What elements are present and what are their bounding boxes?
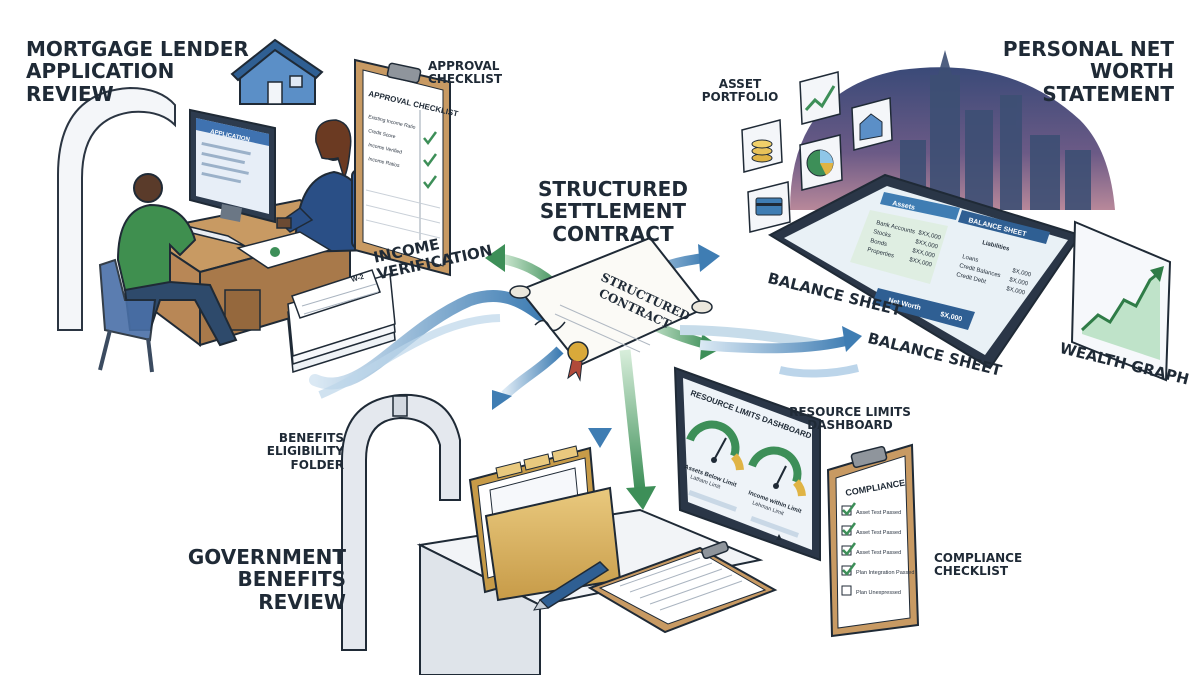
resource-limits-label: RESOURCE LIMITS DASHBOARD xyxy=(780,405,920,433)
income-verification-stack: W-2 xyxy=(287,269,396,373)
asset-portfolio-label: ASSET PORTFOLIO xyxy=(700,77,780,105)
settlement-line-1: STRUCTURED xyxy=(538,177,688,201)
government-benefits-line-2: BENEFITS REVIEW xyxy=(237,567,346,614)
flow-arrows xyxy=(309,244,862,510)
asset-portfolio-icons xyxy=(741,71,893,233)
house-icon xyxy=(230,38,324,105)
resource-limits-line-2: DASHBOARD xyxy=(807,418,893,433)
structured-contract-scroll: STRUCTURED CONTRACT xyxy=(509,236,713,382)
net-worth-line-1: PERSONAL NET xyxy=(1002,37,1174,61)
trend-line-icon xyxy=(1080,270,1161,332)
compliance-item-1: Asset Test Passed xyxy=(856,510,901,516)
benefits-folder-label: BENEFITS ELIGIBILITY FOLDER xyxy=(244,431,344,472)
tablet-liability-value-3: $X,000 xyxy=(1006,286,1027,297)
personal-net-worth-label: PERSONAL NET WORTH STATEMENT xyxy=(954,37,1174,106)
net-worth-line-3: STATEMENT xyxy=(1042,81,1174,106)
asset-portfolio-line-2: PORTFOLIO xyxy=(701,90,779,105)
wax-seal xyxy=(567,341,589,363)
tablet-balance-sheet: Assets BALANCE SHEET Bank Accounts Stock… xyxy=(767,173,1082,370)
government-benefits-line-1: GOVERNMENT xyxy=(187,545,346,569)
resource-limits-dashboard: RESOURCE LIMITS DASHBOARD Assets Below L… xyxy=(673,366,821,562)
compliance-item-4: Plan Integration Passed xyxy=(856,570,914,576)
line-chart-icon xyxy=(804,85,836,112)
benefits-folder-line-3: FOLDER xyxy=(290,457,344,472)
tablet-liability-value-1: $X,000 xyxy=(1012,268,1033,279)
tablet-liability-1: Loans xyxy=(962,254,979,264)
approval-checklist-clipboard: APPROVAL CHECKLIST Existing Income Ratio… xyxy=(354,58,459,277)
application-papers xyxy=(236,231,332,269)
tablet-asset-value-1: $XX,000 xyxy=(918,230,942,242)
tablet-asset-value-2: $XX,000 xyxy=(915,239,939,251)
stone-archway xyxy=(341,393,461,651)
benefits-folder-line-2: ELIGIBILITY xyxy=(266,444,344,459)
pen-icon xyxy=(533,561,610,611)
archway xyxy=(57,86,176,331)
approval-checklist-label: APPROVAL CHECKLIST xyxy=(428,59,503,87)
document-clipboard xyxy=(587,540,778,634)
compliance-item-5: Plan Unexpressed xyxy=(856,590,901,596)
resource-limits-line-1: RESOURCE LIMITS xyxy=(789,405,911,419)
tablet-asset-value-4: $XX,000 xyxy=(909,257,933,269)
city-skyline xyxy=(900,50,1091,210)
credit-card-icon xyxy=(755,197,783,216)
monitor: APPLICATION xyxy=(189,108,276,224)
signature xyxy=(534,319,566,332)
mortgage-title-line-2: APPLICATION xyxy=(26,59,175,84)
compliance-item-3: Asset Test Passed xyxy=(856,550,901,556)
check-marks-icon xyxy=(842,502,857,576)
customer-figure xyxy=(98,173,238,373)
structured-settlement-label: STRUCTURED SETTLEMENT CONTRACT xyxy=(528,177,698,246)
tablet-header-left: Assets xyxy=(892,200,916,212)
compliance-checklist-label: COMPLIANCE CHECKLIST xyxy=(934,551,1023,579)
settlement-line-2: SETTLEMENT xyxy=(539,199,687,224)
net-worth-scene: Assets BALANCE SHEET Bank Accounts Stock… xyxy=(741,50,1172,382)
tablet-asset-2: Stocks xyxy=(873,229,892,239)
benefits-folder-line-1: BENEFITS xyxy=(278,431,344,445)
mortgage-review-label: MORTGAGE LENDER APPLICATION REVIEW xyxy=(26,37,249,106)
coins-icon xyxy=(751,139,773,163)
approval-checklist-line-2: CHECKLIST xyxy=(428,72,503,87)
settlement-line-3: CONTRACT xyxy=(552,221,674,246)
asset-portfolio-line-1: ASSET xyxy=(718,77,762,91)
house-small-icon xyxy=(859,113,883,141)
check-icon xyxy=(423,131,438,190)
tablet-liability-value-2: $X,000 xyxy=(1009,277,1030,288)
compliance-clipboard: COMPLIANCE Asset Test Passed Asset Test … xyxy=(826,443,920,638)
net-worth-line-2: WORTH xyxy=(1090,59,1174,84)
mortgage-title-line-1: MORTGAGE LENDER xyxy=(26,37,249,61)
compliance-item-2: Asset Test Passed xyxy=(856,530,901,536)
compliance-checklist-line-2: CHECKLIST xyxy=(934,564,1009,579)
arrow-head-left xyxy=(485,244,505,272)
w2-tag: W-2 xyxy=(351,274,365,284)
wealth-graph-card xyxy=(1070,220,1172,382)
approval-checklist-line-1: APPROVAL xyxy=(428,59,500,73)
government-benefits-label: GOVERNMENT BENEFITS REVIEW xyxy=(146,546,346,613)
benefits-review-scene: RESOURCE LIMITS DASHBOARD Assets Below L… xyxy=(341,366,920,675)
pie-chart-icon xyxy=(806,149,834,177)
compliance-checklist-line-1: COMPLIANCE xyxy=(934,551,1023,565)
tablet-asset-3: Bonds xyxy=(870,238,888,248)
mortgage-title-line-3: REVIEW xyxy=(26,81,114,106)
mortgage-review-scene: APPLICATION xyxy=(57,38,375,373)
tablet-asset-value-3: $XX,000 xyxy=(912,248,936,260)
